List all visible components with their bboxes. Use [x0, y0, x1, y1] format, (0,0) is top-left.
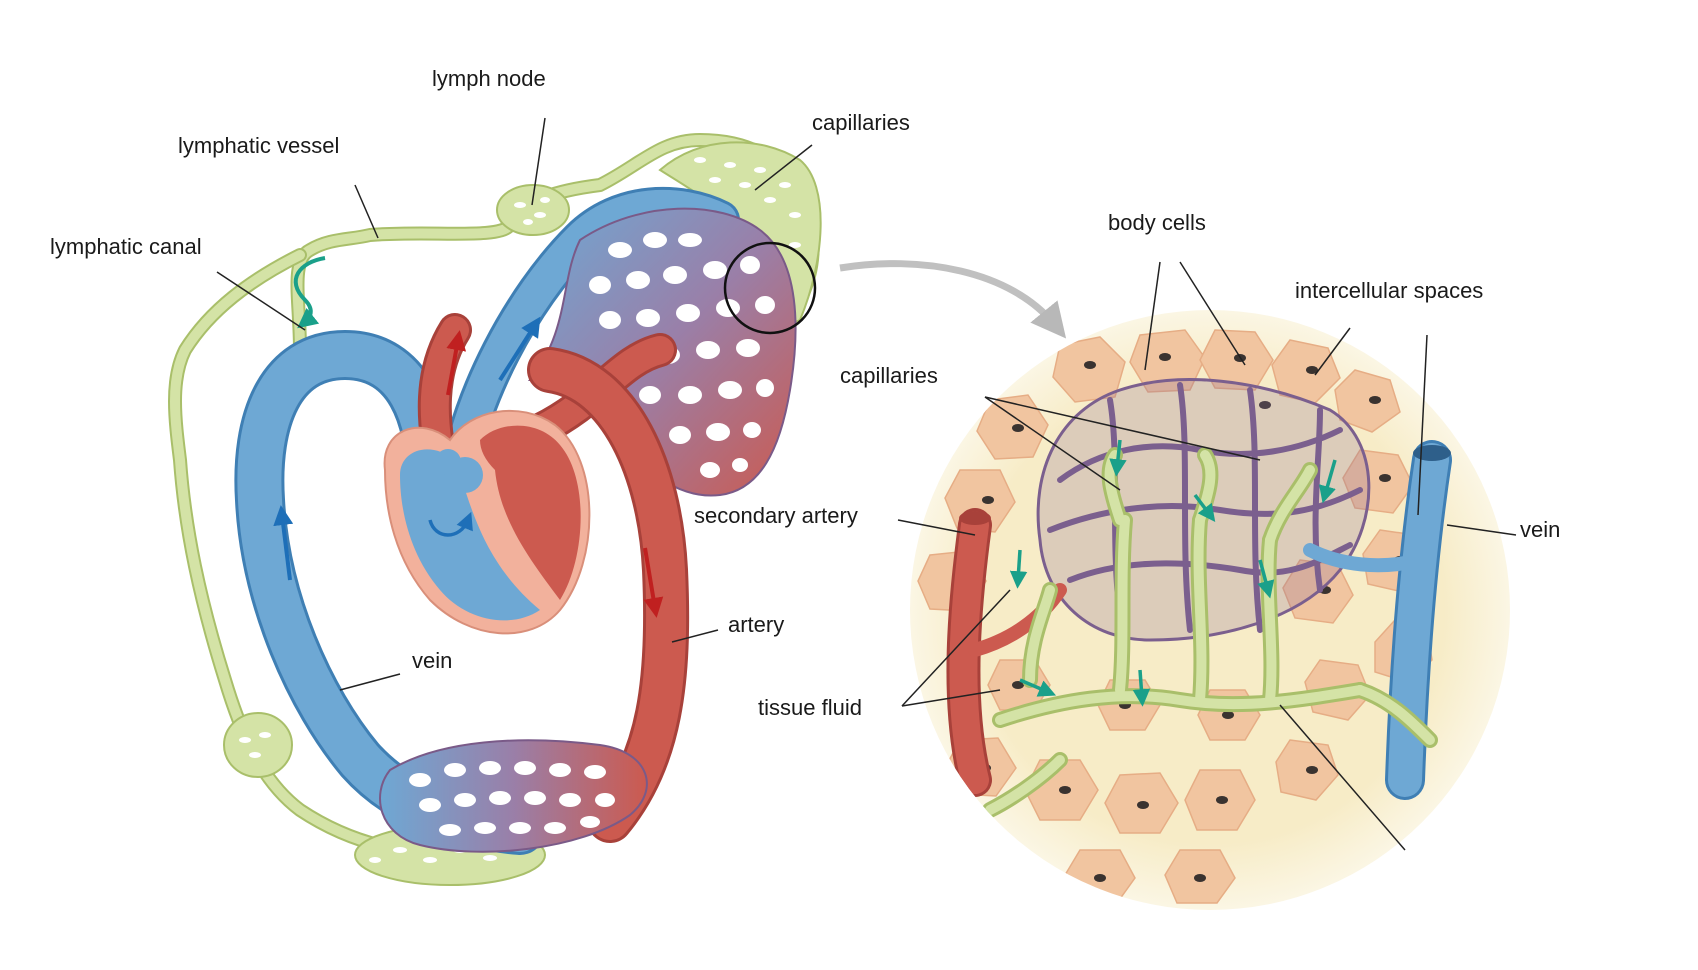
label-vein-left: vein — [412, 648, 452, 673]
heart — [383, 409, 591, 635]
heart-left-side — [480, 425, 581, 600]
fluid-flow-arrows — [1009, 439, 1337, 707]
label-capillaries-right: capillaries — [840, 363, 938, 388]
label-capillaries-left: capillaries — [812, 110, 910, 135]
label-lymphatic-vessel: lymphatic vessel — [178, 133, 339, 158]
artery-system — [417, 313, 690, 843]
heart-right-side — [400, 449, 540, 621]
label-body-cells: body cells — [1108, 210, 1206, 235]
lymphatic-system — [168, 132, 822, 886]
label-lymph-node: lymph node — [432, 66, 546, 91]
vein-flow-arrow — [273, 505, 294, 581]
leader-lines — [216, 117, 1517, 851]
lymph-node-left — [223, 712, 293, 778]
label-tissue-fluid: tissue fluid — [758, 695, 862, 720]
vein-to-capillaries — [440, 186, 740, 490]
lymph-node-top — [496, 184, 570, 236]
capillary-bed-lower — [379, 739, 648, 853]
label-intercellular-spaces: intercellular spaces — [1295, 278, 1483, 303]
label-secondary-artery: secondary artery — [694, 503, 858, 528]
lymph-flow-arrow — [293, 256, 326, 329]
artery-flow-arrow — [643, 547, 664, 618]
label-artery: artery — [728, 612, 784, 637]
label-lymphatic-canal: lymphatic canal — [50, 234, 202, 259]
label-vein-right: vein — [1520, 517, 1560, 542]
zoom-arrow — [839, 260, 1067, 339]
magnifier-circle — [723, 241, 817, 335]
